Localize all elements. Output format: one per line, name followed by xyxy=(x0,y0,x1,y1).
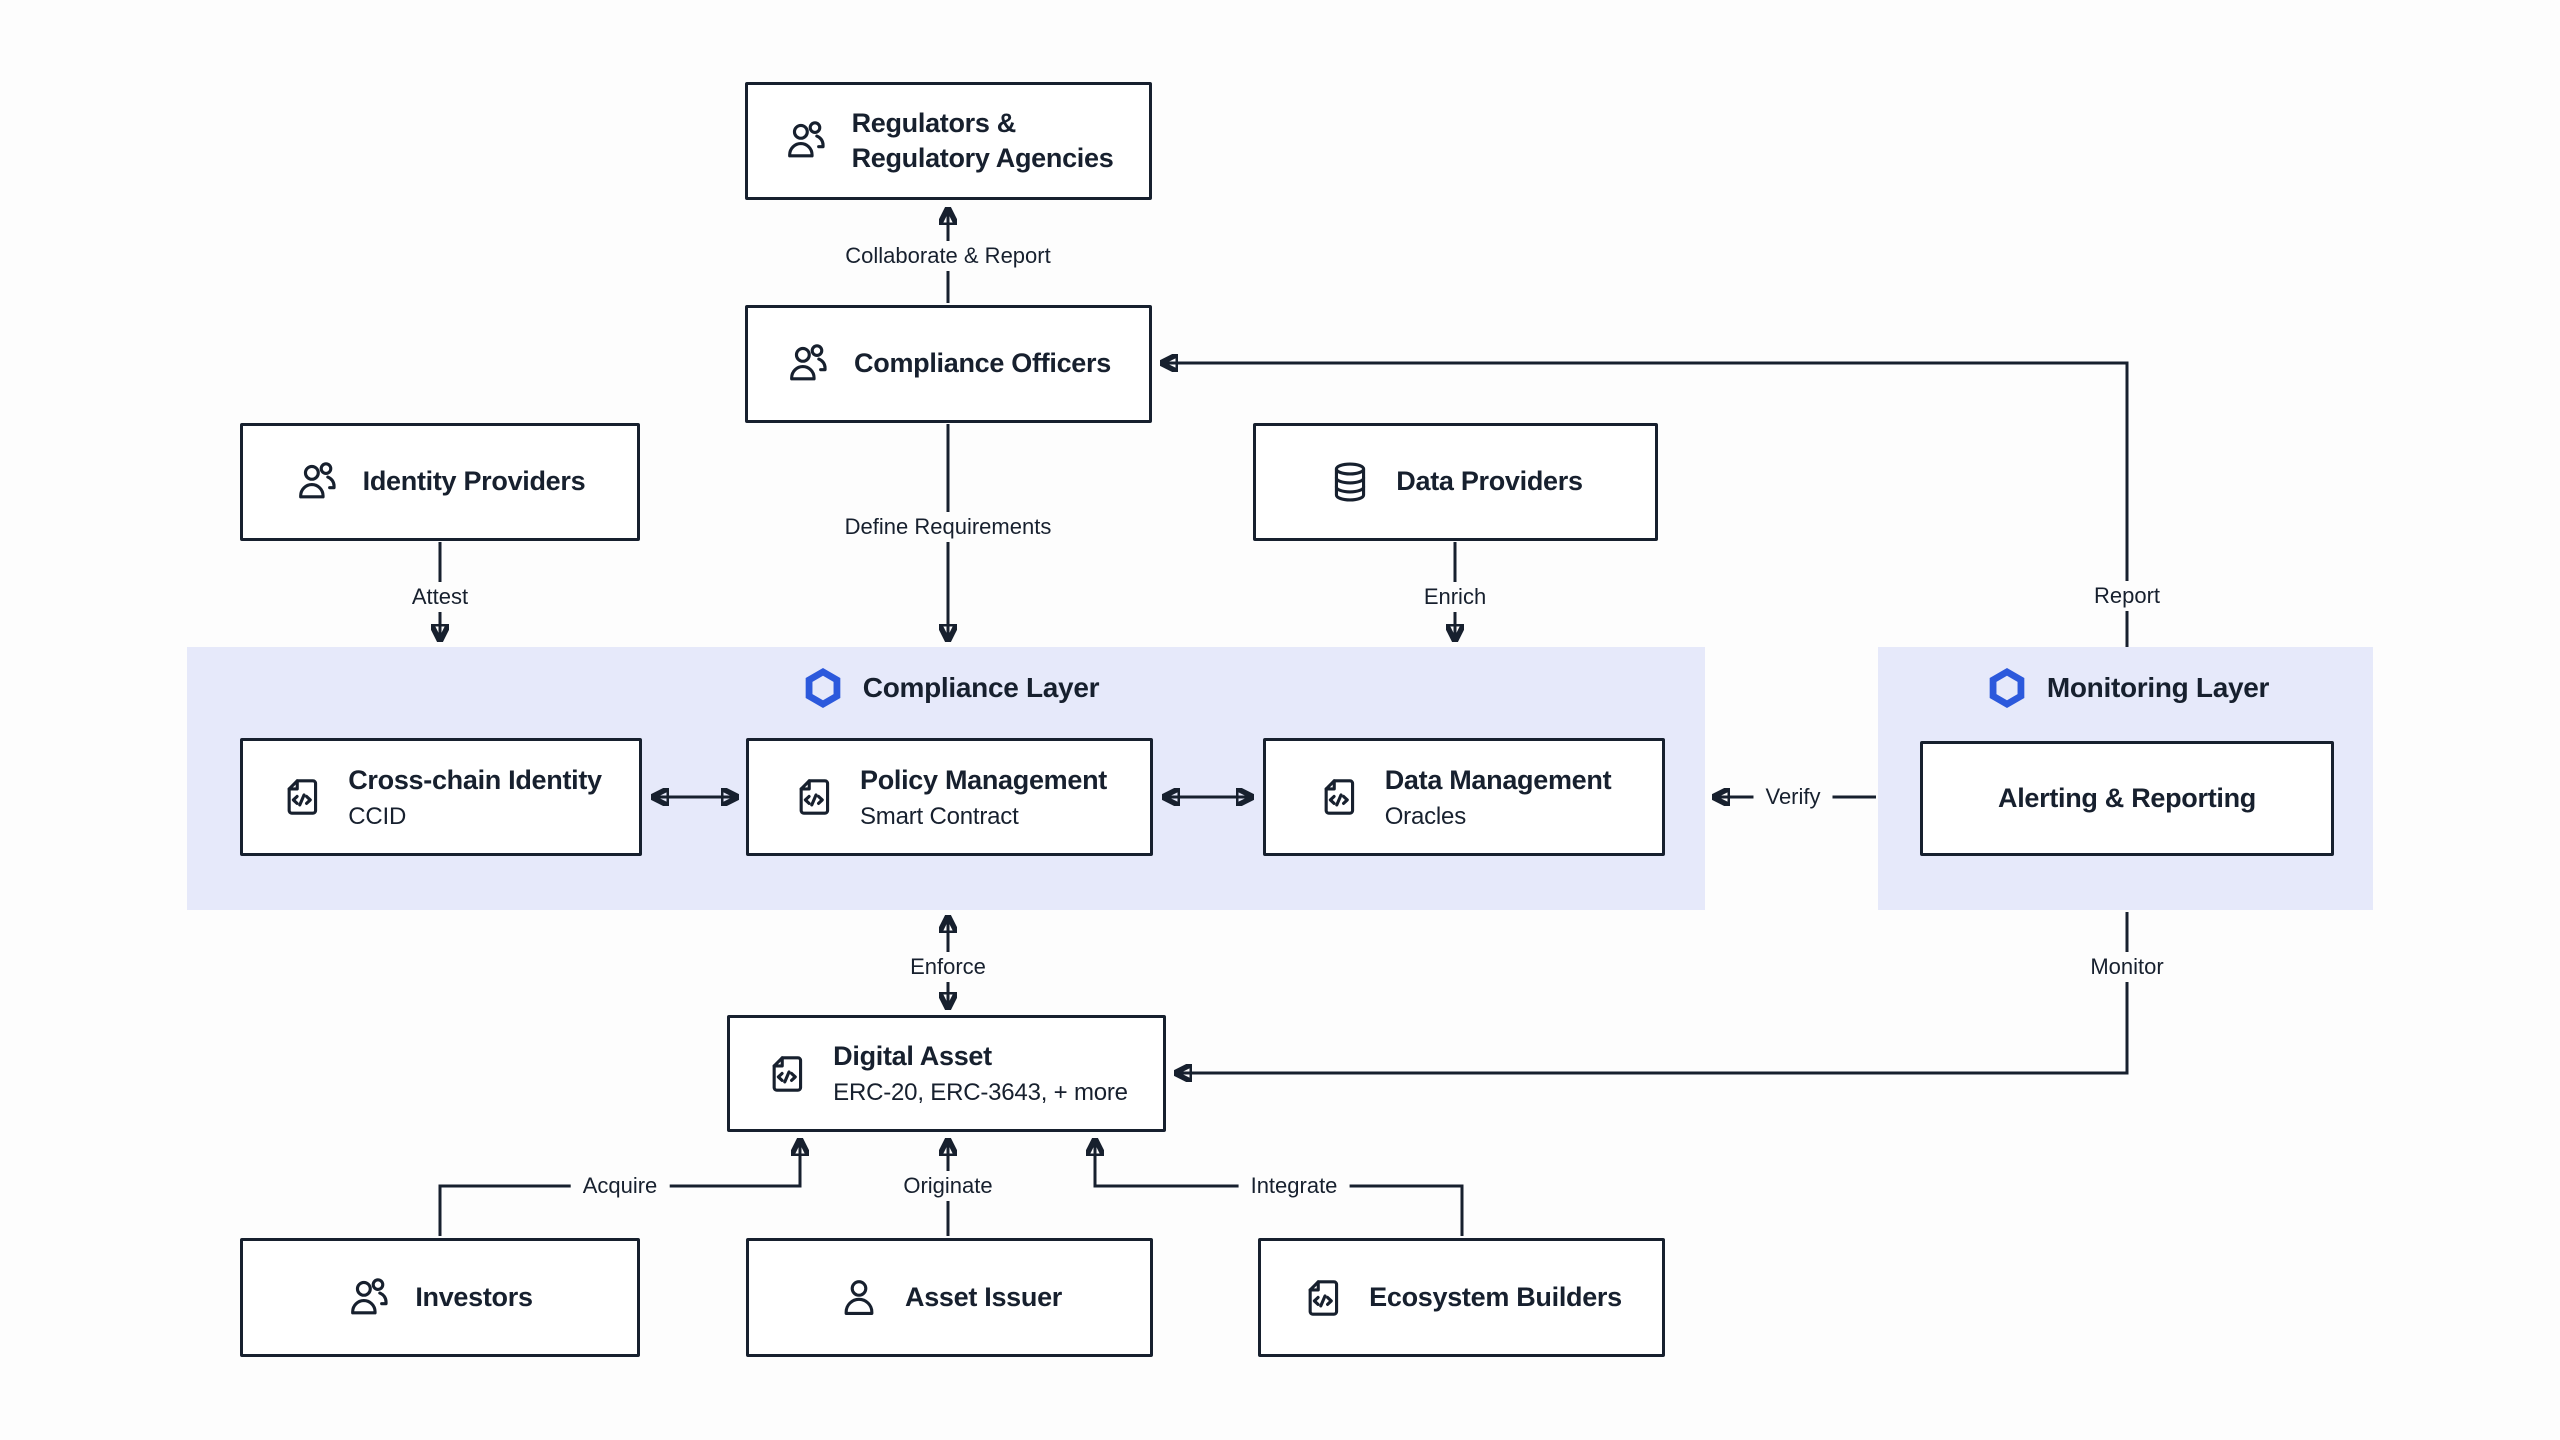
node-policy-management-subtitle: Smart Contract xyxy=(860,802,1019,830)
edge-label-define-requirements: Define Requirements xyxy=(832,512,1064,542)
node-data-management-subtitle: Oracles xyxy=(1384,802,1467,830)
file-code-icon xyxy=(1317,775,1361,819)
edge-report-line xyxy=(1162,363,2129,647)
users-icon xyxy=(295,460,339,504)
file-code-icon xyxy=(792,775,836,819)
file-code-icon xyxy=(765,1052,809,1096)
users-icon xyxy=(347,1276,391,1320)
node-digital-asset: Digital Asset ERC-20, ERC-3643, + more xyxy=(727,1015,1166,1132)
compliance-layer-title: Compliance Layer xyxy=(700,664,1200,712)
node-ecosystem-builders-title: Ecosystem Builders xyxy=(1369,1281,1622,1312)
edge-label-enrich: Enrich xyxy=(1411,582,1499,612)
monitoring-layer-title: Monitoring Layer xyxy=(1877,664,2377,712)
edge-label-originate: Originate xyxy=(891,1171,1005,1201)
edge-monitor-line xyxy=(1176,912,2129,1073)
edge-label-verify: Verify xyxy=(1753,782,1833,812)
node-digital-asset-title: Digital Asset xyxy=(833,1041,992,1072)
node-ecosystem-builders: Ecosystem Builders xyxy=(1258,1238,1665,1357)
node-regulators-title: Regulators & Regulatory Agencies xyxy=(851,107,1114,173)
chainlink-hexagon-icon xyxy=(801,666,845,710)
node-alerting-reporting: Alerting & Reporting xyxy=(1920,741,2334,856)
node-investors-title: Investors xyxy=(415,1281,533,1312)
node-identity-providers: Identity Providers xyxy=(240,423,640,541)
node-asset-issuer: Asset Issuer xyxy=(746,1238,1153,1357)
edge-label-acquire: Acquire xyxy=(570,1171,670,1201)
users-icon xyxy=(786,342,830,386)
file-code-icon xyxy=(1301,1276,1345,1320)
node-alerting-reporting-title: Alerting & Reporting xyxy=(1998,782,2256,813)
node-data-management: Data Management Oracles xyxy=(1263,738,1665,856)
edge-label-report: Report xyxy=(2081,581,2173,611)
edge-label-enforce: Enforce xyxy=(898,952,998,982)
node-identity-providers-title: Identity Providers xyxy=(362,466,586,497)
edge-label-attest: Attest xyxy=(399,582,481,612)
node-compliance-officers: Compliance Officers xyxy=(745,305,1152,423)
edge-label-integrate: Integrate xyxy=(1238,1171,1350,1201)
node-regulators: Regulators & Regulatory Agencies xyxy=(745,82,1152,200)
node-cross-chain-identity-subtitle: CCID xyxy=(348,802,407,830)
node-compliance-officers-title: Compliance Officers xyxy=(854,348,1111,379)
file-code-icon xyxy=(280,775,324,819)
compliance-layer-title-text: Compliance Layer xyxy=(862,672,1100,703)
node-investors: Investors xyxy=(240,1238,640,1357)
node-cross-chain-identity: Cross-chain Identity CCID xyxy=(240,738,642,856)
node-digital-asset-subtitle: ERC-20, ERC-3643, + more xyxy=(833,1079,1128,1107)
chainlink-hexagon-icon xyxy=(1985,666,2029,710)
node-cross-chain-identity-title: Cross-chain Identity xyxy=(348,764,602,795)
edge-label-collaborate-report: Collaborate & Report xyxy=(833,241,1063,271)
node-policy-management: Policy Management Smart Contract xyxy=(746,738,1153,856)
node-data-providers-title: Data Providers xyxy=(1396,466,1583,497)
node-policy-management-title: Policy Management xyxy=(860,764,1107,795)
node-data-providers: Data Providers xyxy=(1253,423,1658,541)
node-data-management-title: Data Management xyxy=(1384,764,1612,795)
monitoring-layer-title-text: Monitoring Layer xyxy=(2046,672,2270,703)
edge-label-monitor: Monitor xyxy=(2078,952,2176,982)
node-asset-issuer-title: Asset Issuer xyxy=(905,1281,1062,1312)
user-icon xyxy=(837,1276,881,1320)
users-icon xyxy=(784,119,828,163)
database-icon xyxy=(1328,460,1372,504)
